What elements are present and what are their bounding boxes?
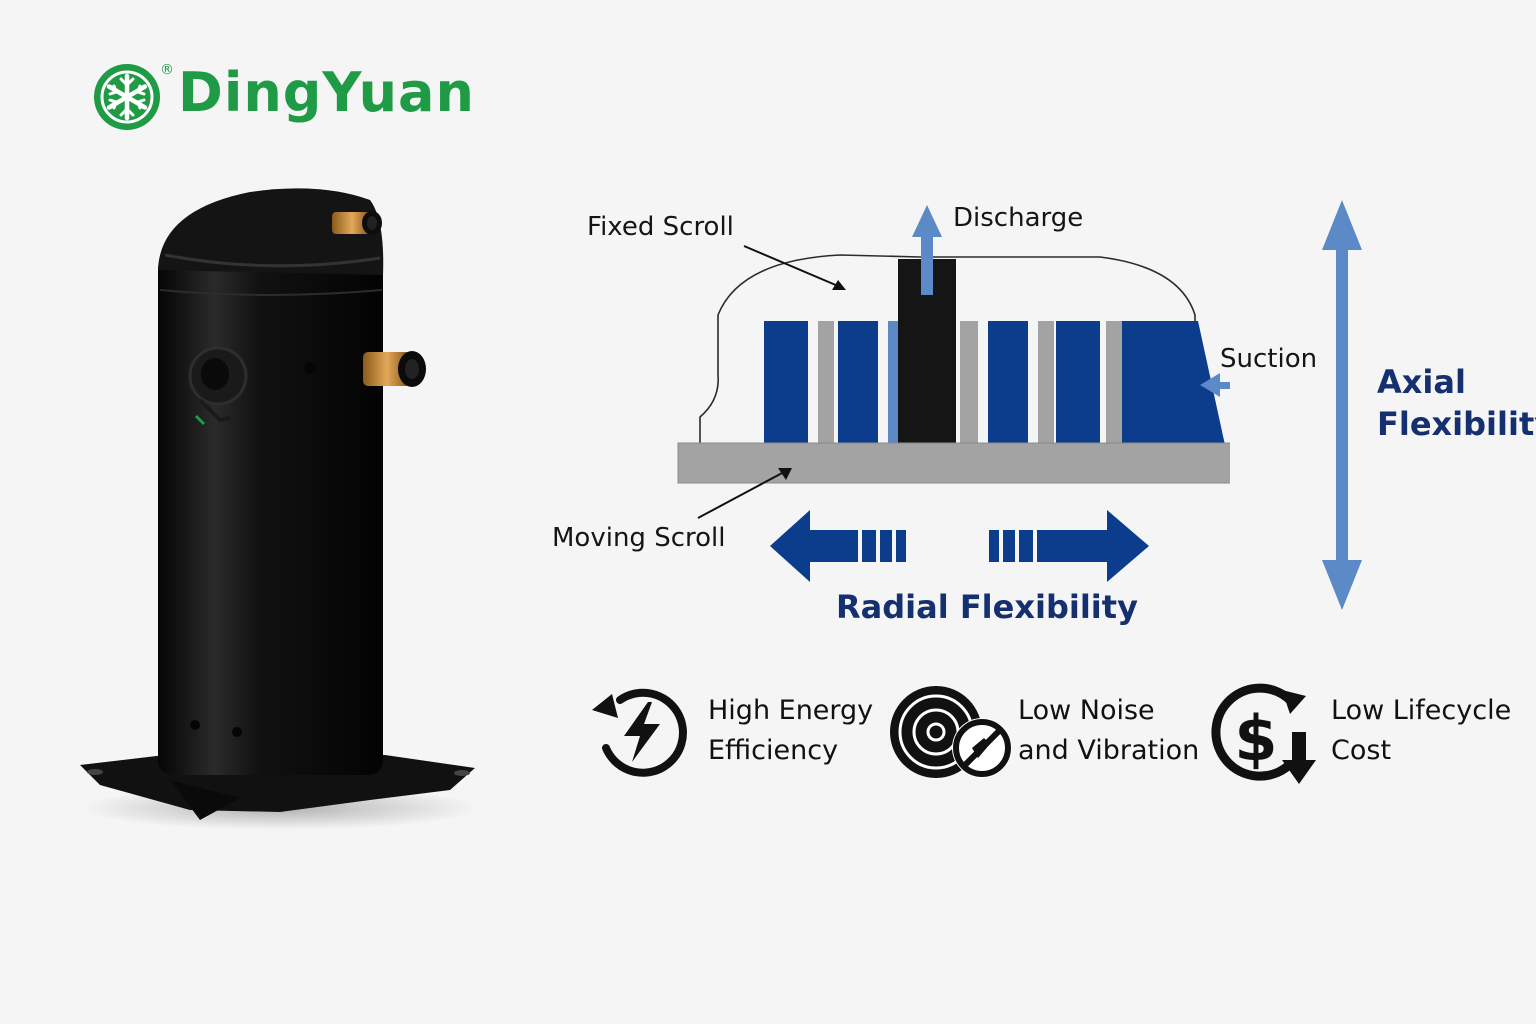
axial-double-arrow [1322,200,1362,610]
feature-low-lifecycle-cost: Low Lifecycle Cost [1331,691,1511,771]
feature-line: and Vibration [1018,735,1200,766]
feature-line: High Energy [708,695,874,726]
svg-text:$: $ [1234,702,1277,775]
scroll-diagram [677,205,1230,484]
dollar-down-icon: $ [1211,683,1316,784]
axial-label-line1: Axial [1377,363,1466,401]
scroll-compressor-image [80,188,480,830]
discharge-label: Discharge [953,203,1084,233]
registered-mark: ® [160,62,174,78]
feature-high-energy: High Energy Efficiency [708,691,873,771]
suction-arrow [1200,373,1230,397]
moving-scroll-plate [677,442,1230,484]
radial-left-arrow [770,510,906,582]
brand-name: DingYuan [178,61,475,124]
fixed-scroll-wraps [764,321,1225,445]
feature-low-noise: Low Noise and Vibration [1018,691,1199,771]
radial-right-arrow [989,510,1149,582]
snowflake-icon [94,64,160,130]
axial-flexibility-label: Axial Flexibility [1377,362,1536,445]
radial-flexibility-label: Radial Flexibility [836,588,1138,626]
feature-line: Low Lifecycle [1331,695,1512,726]
moving-scroll-pointer [697,468,792,519]
feature-line: Low Noise [1018,695,1155,726]
feature-line: Cost [1331,735,1392,766]
fixed-scroll-pointer [743,245,846,290]
discharge-arrow [912,205,942,295]
moving-scroll-label: Moving Scroll [552,523,726,553]
energy-bolt-icon [592,688,687,777]
noise-vibration-icon [890,686,1012,778]
fixed-scroll-label: Fixed Scroll [587,212,734,242]
suction-label: Suction [1220,344,1318,374]
feature-line: Efficiency [708,735,839,766]
axial-label-line2: Flexibility [1377,404,1536,443]
